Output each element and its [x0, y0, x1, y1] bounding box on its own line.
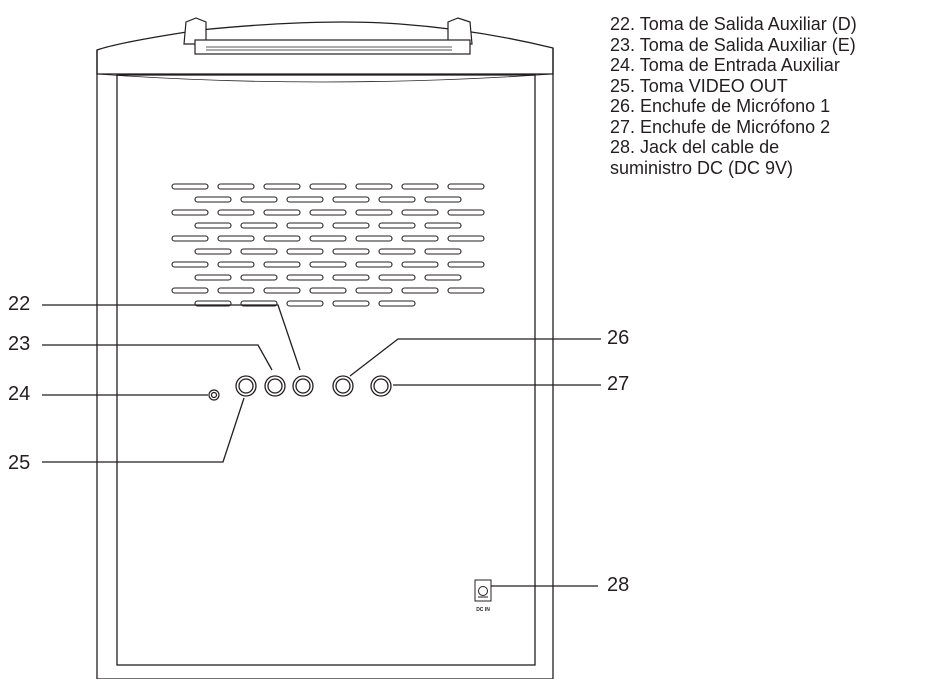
callout-24: 24	[8, 383, 31, 405]
grille-slot	[401, 183, 439, 190]
grille-slot	[447, 261, 485, 268]
legend: 22. Toma de Salida Auxiliar (D) 23. Toma…	[610, 14, 940, 178]
grille-slot	[171, 183, 209, 190]
grille-slot	[240, 222, 278, 229]
grille-slot	[355, 287, 393, 294]
callout-25: 25	[8, 452, 31, 474]
grille-slot	[263, 209, 301, 216]
grille-slot	[194, 196, 232, 203]
legend-item-24: 24. Toma de Entrada Auxiliar	[610, 55, 840, 75]
device-casing	[96, 21, 554, 679]
leader-line-22	[42, 304, 301, 371]
grille-slot	[263, 261, 301, 268]
grille-slot	[401, 235, 439, 242]
grille-slot	[309, 183, 347, 190]
grille-slot	[263, 235, 301, 242]
callout-27: 27	[607, 373, 630, 395]
legend-item-22: 22. Toma de Salida Auxiliar (D)	[610, 14, 857, 34]
grille-slot	[355, 209, 393, 216]
grille-slot	[194, 248, 232, 255]
grille-slot	[240, 196, 278, 203]
legend-item-28: 28. Jack del cable de suministro DC (DC …	[610, 137, 794, 178]
leader-line-26	[349, 338, 601, 377]
grille-slot	[240, 248, 278, 255]
aux-input-jack	[208, 389, 220, 401]
grille-slot	[171, 235, 209, 242]
leader-lines	[42, 304, 601, 587]
grille-slot	[217, 183, 255, 190]
grille-slot	[171, 209, 209, 216]
speaker-grille	[171, 183, 485, 307]
microphone-jack-1	[332, 375, 354, 397]
leader-line-25	[42, 397, 245, 463]
video-out-jack	[235, 375, 257, 397]
grille-slot	[286, 300, 324, 307]
grille-slot	[263, 287, 301, 294]
grille-slot	[355, 183, 393, 190]
grille-slot	[447, 235, 485, 242]
grille-slot	[309, 261, 347, 268]
grille-slot	[424, 274, 462, 281]
grille-slot	[424, 248, 462, 255]
grille-slot	[424, 222, 462, 229]
grille-slot	[401, 261, 439, 268]
callout-23: 23	[8, 333, 31, 355]
dc-in-label: DC IN	[476, 607, 490, 613]
aux-output-jack-right	[292, 375, 314, 397]
grille-slot	[332, 222, 370, 229]
grille-slot	[355, 235, 393, 242]
grille-slot	[194, 222, 232, 229]
legend-item-26: 26. Enchufe de Micrófono 1	[610, 96, 831, 116]
grille-slot	[378, 196, 416, 203]
grille-slot	[217, 287, 255, 294]
carry-handle	[183, 17, 473, 55]
grille-slot	[217, 209, 255, 216]
grille-slot	[447, 287, 485, 294]
grille-slot	[263, 183, 301, 190]
grille-slot	[378, 222, 416, 229]
grille-slot	[378, 248, 416, 255]
legend-item-25: 25. Toma VIDEO OUT	[610, 75, 788, 96]
grille-slot	[309, 209, 347, 216]
grille-slot	[240, 274, 278, 281]
grille-slot	[171, 287, 209, 294]
grille-slot	[194, 274, 232, 281]
grille-slot	[286, 274, 324, 281]
grille-slot	[401, 209, 439, 216]
grille-slot	[332, 248, 370, 255]
grille-slot	[194, 300, 232, 307]
grille-slot	[309, 235, 347, 242]
grille-slot	[171, 261, 209, 268]
grille-slot	[286, 248, 324, 255]
callout-22: 22	[8, 293, 31, 315]
grille-slot	[217, 235, 255, 242]
legend-item-23: 23. Toma de Salida Auxiliar (E)	[610, 34, 856, 55]
grille-slot	[401, 287, 439, 294]
aux-output-jack-left	[264, 375, 286, 397]
grille-slot	[217, 261, 255, 268]
grille-slot	[286, 222, 324, 229]
grille-slot	[332, 274, 370, 281]
leader-line-23	[42, 344, 273, 371]
callout-28: 28	[607, 574, 630, 596]
grille-slot	[447, 209, 485, 216]
microphone-jack-2	[370, 375, 392, 397]
grille-slot	[286, 196, 324, 203]
grille-slot	[447, 183, 485, 190]
callout-26: 26	[607, 327, 630, 349]
dc-in-jack: DC IN	[474, 579, 492, 613]
grille-slot	[378, 300, 416, 307]
grille-slot	[332, 300, 370, 307]
legend-item-27: 27. Enchufe de Micrófono 2	[610, 116, 831, 137]
grille-slot	[240, 300, 278, 307]
grille-slot	[378, 274, 416, 281]
grille-slot	[332, 196, 370, 203]
grille-slot	[309, 287, 347, 294]
grille-slot	[355, 261, 393, 268]
grille-slot	[424, 196, 462, 203]
